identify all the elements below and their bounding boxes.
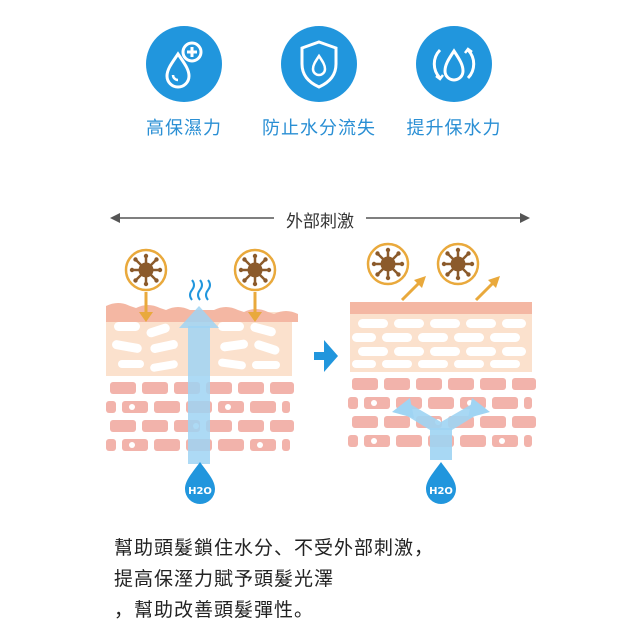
droplet-plus-icon [165, 41, 203, 89]
water-label-left: H2O [188, 486, 212, 497]
feature-label-3: 提升保水力 [406, 118, 502, 139]
description-line-3: ，幫助改善頭髮彈性。 [114, 599, 315, 621]
feature-label-1: 高保濕力 [146, 118, 222, 139]
healthy-skin [348, 242, 536, 460]
stimulus-arrow [110, 213, 530, 223]
water-drop-left: H2O [185, 462, 215, 504]
description-line-2: 提高保溼力賦予頭髮光澤 [114, 568, 335, 590]
feature-icon-3 [416, 26, 492, 102]
damaged-skin [106, 248, 298, 464]
description-line-1: 幫助頭髮鎖住水分、不受外部刺激， [114, 537, 435, 559]
transition-arrow [314, 340, 338, 372]
feature-icon-2 [281, 26, 357, 102]
water-label-right: H2O [429, 486, 453, 497]
water-drop-right: H2O [426, 462, 456, 504]
shield-droplet-icon [300, 40, 338, 89]
feature-icon-1 [146, 26, 222, 102]
cycle-droplet-icon [432, 47, 476, 82]
feature-label-2: 防止水分流失 [262, 118, 376, 139]
skin-diagram: H2O H2O [106, 242, 536, 504]
stimulus-label: 外部刺激 [274, 207, 366, 232]
